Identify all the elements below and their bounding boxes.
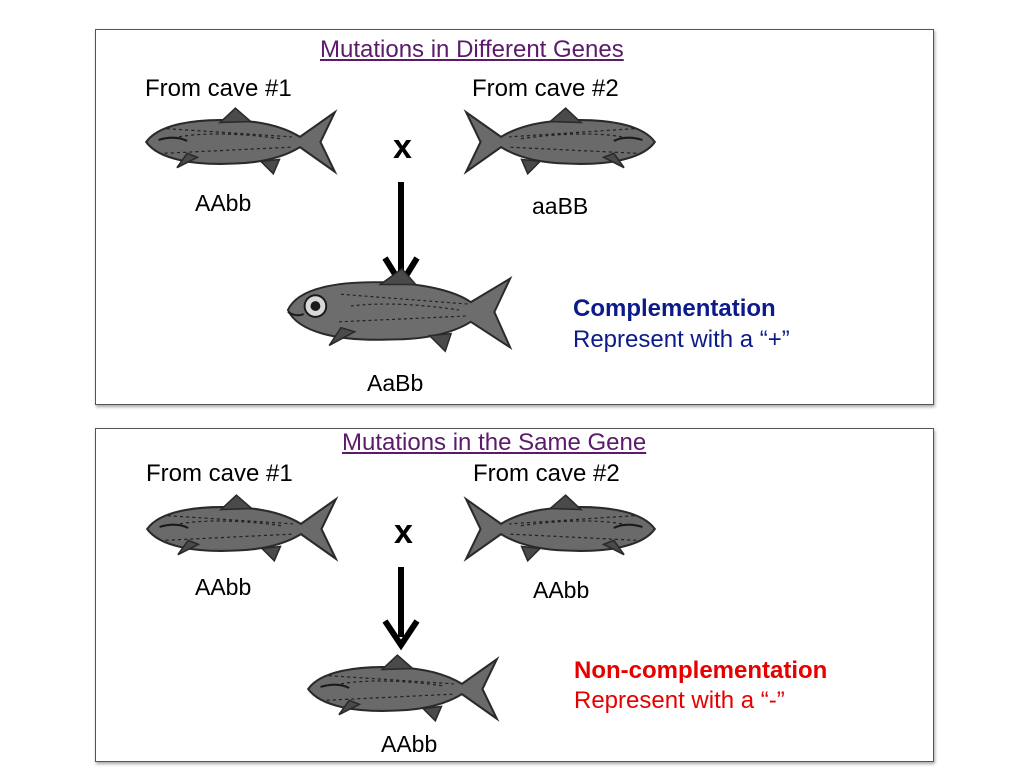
parent1-label: From cave #1 [145,75,292,102]
cave-fish-icon [138,106,343,178]
cave-fish-icon [458,493,663,565]
parent2-genotype: AAbb [533,577,590,603]
result-title: Non-complementation [574,657,828,684]
panel-different-genes: Mutations in Different Genes From cave #… [95,29,934,405]
cross-symbol: x [394,513,413,551]
parent1-label: From cave #1 [146,460,293,487]
parent1-genotype: AAbb [195,574,252,600]
offspring-genotype: AAbb [381,731,438,757]
result-subtitle: Represent with a “+” [573,326,790,353]
panel-title: Mutations in Different Genes [320,36,624,63]
result-subtitle: Represent with a “-” [574,687,785,714]
parent2-label: From cave #2 [473,460,620,487]
parent1-genotype: AAbb [195,190,252,216]
cross-symbol: x [393,128,412,166]
cave-fish-icon [300,649,505,729]
panel-title: Mutations in the Same Gene [342,429,647,456]
cave-fish-icon [139,493,344,565]
panel-same-gene: Mutations in the Same Gene From cave #1 … [95,428,934,762]
parent2-genotype: aaBB [532,193,589,219]
sighted-fish-icon [282,266,518,356]
parent2-label: From cave #2 [472,75,619,102]
result-title: Complementation [573,295,776,322]
offspring-genotype: AaBb [367,370,424,396]
cave-fish-icon [458,106,663,178]
down-arrow-icon [382,567,420,651]
